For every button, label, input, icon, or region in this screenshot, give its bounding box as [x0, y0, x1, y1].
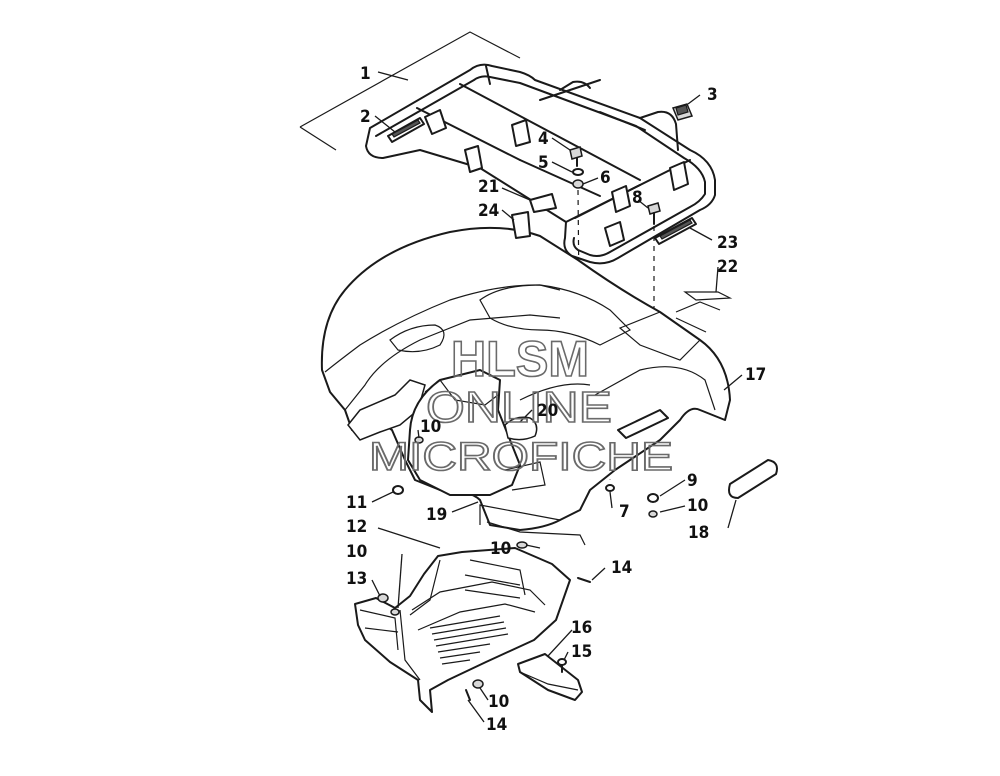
callout-10-footwell-top: 10: [490, 539, 511, 559]
callout-18: 18: [688, 523, 709, 543]
callout-7: 7: [619, 502, 630, 522]
nut-10-right[interactable]: [648, 510, 658, 518]
fender-flare-18[interactable]: [728, 459, 778, 499]
callout-10-left: 10: [420, 417, 441, 437]
heel-guard[interactable]: [517, 653, 583, 701]
nut-10-footwell-left[interactable]: [390, 608, 400, 616]
watermark-line-2: ONLINE: [426, 383, 612, 432]
rack-assembly-bracket: [299, 31, 521, 151]
callout-14-right: 14: [611, 558, 632, 578]
rack-bolt-8[interactable]: [647, 202, 661, 225]
decal-21[interactable]: [529, 193, 557, 213]
callout-16: 16: [571, 618, 592, 638]
callout-22: 22: [717, 257, 738, 277]
callout-10-right: 10: [687, 496, 708, 516]
leader-lines: [371, 71, 743, 723]
plug-cap[interactable]: [671, 103, 694, 121]
rack-bolt-4[interactable]: [569, 146, 583, 167]
watermark-line-3: MICROFICHE: [369, 435, 673, 479]
screw-14-right[interactable]: [577, 577, 591, 583]
washer-9[interactable]: [647, 493, 659, 503]
watermark: HLSM ONLINE MICROFICHE: [368, 330, 674, 480]
bolt-13[interactable]: [377, 593, 389, 603]
callout-17: 17: [745, 365, 766, 385]
callout-21: 21: [478, 177, 499, 197]
screw-7[interactable]: [605, 484, 615, 492]
callout-labels: 1 2 3 4 5 6 7 8 9 10 10 10 10 10 11 12 1…: [346, 64, 766, 735]
washer-5[interactable]: [572, 168, 584, 176]
callout-24: 24: [478, 201, 499, 221]
callout-11: 11: [346, 493, 367, 513]
rivet-11[interactable]: [392, 485, 404, 495]
callout-6: 6: [600, 168, 611, 188]
callout-12: 12: [346, 517, 367, 537]
callout-14-bottom: 14: [486, 715, 507, 735]
callout-3: 3: [707, 85, 718, 105]
callout-9: 9: [687, 471, 698, 491]
callout-5: 5: [538, 153, 549, 173]
screw-15[interactable]: [557, 658, 567, 673]
nut-10-footwell-bottom[interactable]: [472, 679, 484, 689]
callout-2: 2: [360, 107, 371, 127]
footwell[interactable]: [354, 547, 571, 713]
callout-15: 15: [571, 642, 592, 662]
callout-1: 1: [360, 64, 371, 84]
callout-13: 13: [346, 569, 367, 589]
callout-19: 19: [426, 505, 447, 525]
decal-22[interactable]: [675, 291, 733, 333]
watermark-line-1: HLSM: [451, 331, 589, 387]
screw-14-bottom[interactable]: [465, 689, 471, 701]
fender-decal: [617, 409, 669, 439]
callout-4: 4: [538, 129, 549, 149]
nut-6[interactable]: [572, 179, 584, 189]
inner-fender[interactable]: [407, 369, 546, 496]
callout-10-footwell-left: 10: [346, 542, 367, 562]
callout-23: 23: [717, 233, 738, 253]
callout-10-footwell-bottom: 10: [488, 692, 509, 712]
rear-rack[interactable]: [365, 63, 716, 265]
nut-10-footwell-top[interactable]: [516, 541, 528, 549]
callout-8: 8: [632, 188, 643, 208]
decal-24[interactable]: [511, 211, 531, 239]
callout-20: 20: [537, 401, 558, 421]
footwell-tread: [429, 615, 509, 665]
